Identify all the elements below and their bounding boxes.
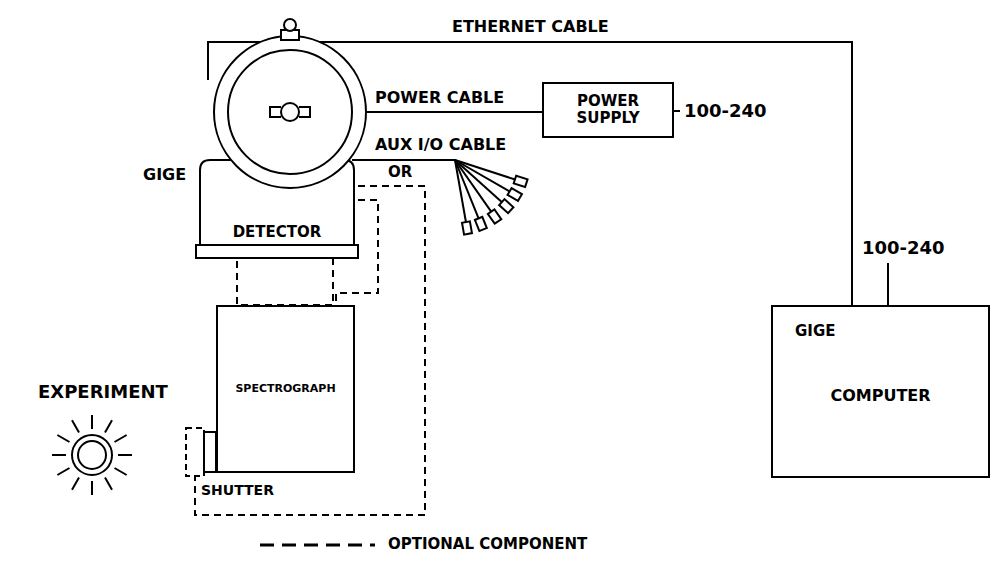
node-label: SPECTROGRAPH bbox=[235, 383, 335, 396]
voltage-label: 100-240 bbox=[862, 238, 945, 259]
aux-fanout bbox=[455, 160, 528, 235]
power-supply-box: POWER SUPPLY bbox=[542, 82, 674, 138]
detector-plate bbox=[196, 245, 358, 258]
aux-connector bbox=[508, 188, 522, 201]
ray bbox=[57, 435, 69, 442]
shutter-optional bbox=[186, 428, 204, 476]
node-label: SHUTTER bbox=[201, 482, 274, 498]
ray bbox=[72, 478, 79, 490]
aux-cable bbox=[352, 159, 455, 161]
experiment: EXPERIMENT bbox=[38, 382, 172, 498]
ray bbox=[105, 420, 112, 432]
computer-box: GIGE COMPUTER bbox=[771, 305, 990, 478]
ray bbox=[118, 454, 132, 456]
ray bbox=[57, 468, 69, 475]
detector-knob-cap bbox=[284, 19, 296, 31]
aux-lead bbox=[455, 160, 516, 180]
node-label: POWER SUPPLY bbox=[550, 93, 666, 128]
aux-connector bbox=[499, 199, 513, 213]
cable bbox=[358, 111, 542, 113]
node-label: COMPUTER bbox=[773, 387, 988, 405]
shutter-flange bbox=[204, 432, 216, 472]
ray bbox=[115, 468, 127, 475]
node-label: EXPERIMENT bbox=[38, 382, 168, 403]
aux-connector bbox=[462, 221, 472, 234]
detector: DETECTOR bbox=[196, 80, 358, 258]
cable-label: ETHERNET CABLE bbox=[452, 18, 609, 36]
ray bbox=[115, 435, 127, 442]
legend-text: OPTIONAL COMPONENT bbox=[388, 536, 587, 553]
cable-label: POWER CABLE bbox=[375, 89, 504, 107]
detector-center bbox=[281, 103, 299, 121]
node-label: DETECTOR bbox=[196, 224, 358, 241]
legend-sample bbox=[260, 544, 375, 547]
node-label: GIGE bbox=[795, 323, 835, 340]
ray bbox=[91, 481, 93, 495]
ray bbox=[52, 454, 66, 456]
aux-connector bbox=[488, 209, 501, 223]
experiment-rays bbox=[52, 415, 132, 495]
shutter: SHUTTER bbox=[186, 428, 216, 476]
detector-body bbox=[214, 36, 366, 188]
mains-wire bbox=[887, 263, 889, 305]
aux-lead bbox=[455, 160, 492, 212]
aux-connector bbox=[475, 217, 487, 231]
ray bbox=[72, 420, 79, 432]
voltage-label: 100-240 bbox=[684, 101, 767, 122]
note-label: OR bbox=[388, 164, 412, 181]
experiment-source bbox=[72, 435, 112, 475]
aux-lead bbox=[455, 160, 503, 203]
detector-mount bbox=[270, 107, 310, 117]
ray bbox=[105, 478, 112, 490]
experiment-core bbox=[78, 441, 106, 469]
port-label: GIGE bbox=[143, 166, 186, 184]
ray bbox=[91, 415, 93, 429]
aux-connector bbox=[514, 176, 528, 187]
detector-window bbox=[228, 50, 352, 174]
cable-label: AUX I/O CABLE bbox=[375, 136, 506, 154]
adapter-optional bbox=[237, 258, 333, 305]
spectrograph-box: SPECTROGRAPH bbox=[216, 305, 355, 473]
